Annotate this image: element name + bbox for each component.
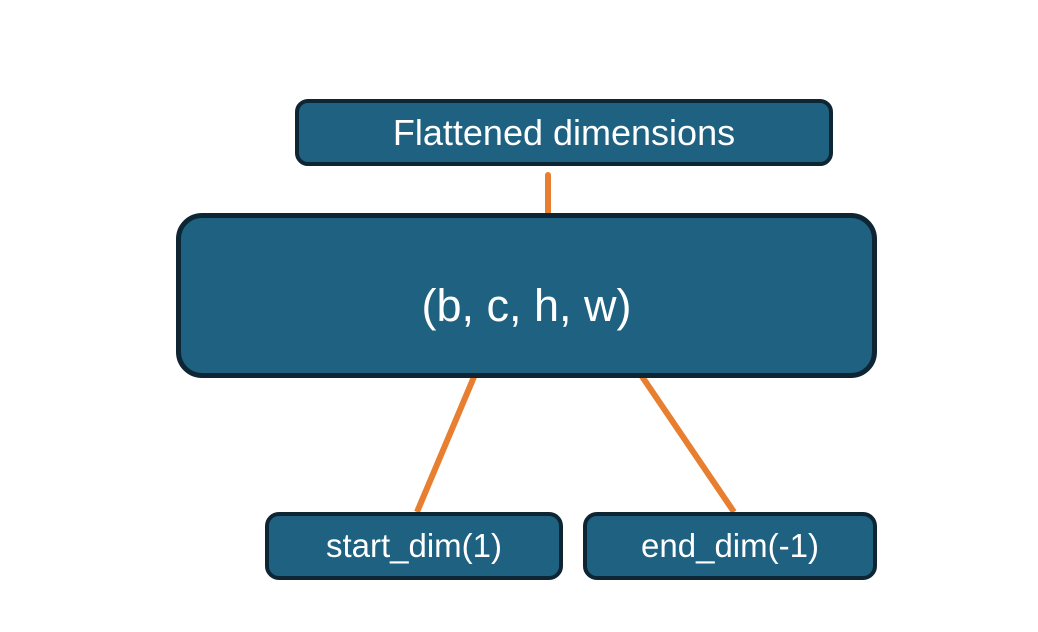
end-dim-box: end_dim(-1) — [583, 512, 877, 580]
end-dim-label: end_dim(-1) — [641, 527, 819, 564]
start-dim-label: start_dim(1) — [325, 527, 503, 564]
flattened-dimensions-label: Flattened dimensions — [392, 111, 736, 153]
tensor-shape-label: (b, c, h, w) — [421, 279, 632, 331]
flattened-dimensions-box: Flattened dimensions — [295, 99, 833, 166]
start-dim-box: start_dim(1) — [265, 512, 563, 580]
tensor-shape-box: (b, c, h, w) — [176, 213, 877, 378]
